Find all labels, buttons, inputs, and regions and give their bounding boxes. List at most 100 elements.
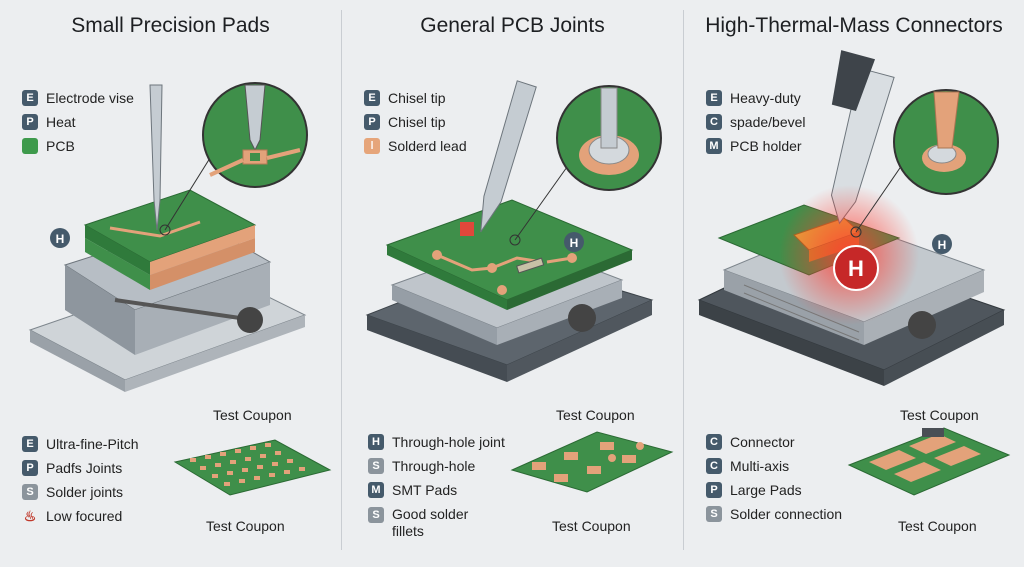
panel-title: High-Thermal-Mass Connectors bbox=[705, 14, 1003, 37]
legend-item: H Through-hole joint bbox=[368, 430, 505, 454]
legend-badge: M bbox=[368, 482, 384, 498]
panel-small-precision-pads: Small Precision Pads H bbox=[0, 0, 341, 567]
legend-badge: C bbox=[706, 434, 722, 450]
legend-item: PCB bbox=[22, 134, 134, 158]
legend-label: Heavy-duty bbox=[730, 90, 801, 106]
flame-icon: ♨ bbox=[23, 507, 37, 524]
legend-item: P Heat bbox=[22, 110, 134, 134]
legend-label: Solder connection bbox=[730, 506, 843, 522]
legend-label: Large Pads bbox=[730, 482, 802, 498]
legend-item: C Connector bbox=[706, 430, 842, 454]
legend-badge: S bbox=[22, 484, 38, 500]
vise-knob bbox=[908, 311, 936, 339]
panel-title: Small Precision Pads bbox=[71, 14, 270, 37]
legend-item: S Good solder fillets bbox=[368, 506, 505, 540]
legend-label: Electrode vise bbox=[46, 90, 134, 106]
legend-item: E Electrode vise bbox=[22, 86, 134, 110]
test-coupon-label-bottom: Test Coupon bbox=[206, 518, 285, 534]
vise-knob bbox=[237, 307, 263, 333]
vise-illustration: H H bbox=[697, 50, 1011, 496]
panel-general-pcb-joints: General PCB Joints H bbox=[342, 0, 683, 567]
legend-top: E Electrode vise P Heat PCB bbox=[22, 86, 134, 158]
legend-badge: E bbox=[706, 90, 722, 106]
svg-text:H: H bbox=[938, 238, 947, 252]
test-coupon-label-bottom: Test Coupon bbox=[552, 518, 631, 534]
legend-label: SMT Pads bbox=[392, 482, 458, 498]
legend-badge: P bbox=[706, 482, 722, 498]
legend-item: M SMT Pads bbox=[368, 478, 505, 502]
legend-item: M PCB holder bbox=[706, 134, 806, 158]
legend-label: Through-hole bbox=[392, 458, 476, 474]
legend-label: PCB holder bbox=[730, 138, 802, 154]
legend-badge: E bbox=[22, 90, 38, 106]
test-coupon-label-bottom: Test Coupon bbox=[898, 518, 977, 534]
legend-item: P Padfs Joints bbox=[22, 456, 139, 480]
thermometer-icon: ǀ bbox=[364, 138, 380, 154]
panel-divider bbox=[341, 10, 342, 550]
legend-badge: E bbox=[364, 90, 380, 106]
heat-marker bbox=[932, 234, 952, 254]
legend-label: Ultra-fine-Pitch bbox=[46, 436, 139, 452]
vise-illustration: H bbox=[365, 80, 674, 493]
legend-label: Solderd lead bbox=[388, 138, 467, 154]
legend-bottom: H Through-hole joint S Through-hole M SMT P… bbox=[368, 430, 505, 540]
legend-bottom: C Connector C Multi-axis P Large Pads S Sold… bbox=[706, 430, 842, 526]
legend-label: Good solder fillets bbox=[392, 506, 469, 539]
legend-badge: S bbox=[706, 506, 722, 522]
legend-badge: S bbox=[368, 507, 384, 523]
legend-label: Solder joints bbox=[46, 484, 124, 500]
legend-badge: P bbox=[22, 114, 38, 130]
panel-divider bbox=[683, 10, 684, 550]
pcb-swatch-icon bbox=[22, 138, 38, 154]
legend-label: Multi-axis bbox=[730, 458, 790, 474]
legend-badge: C bbox=[706, 458, 722, 474]
legend-item: ǀ Solderd lead bbox=[364, 134, 467, 158]
legend-badge: P bbox=[22, 460, 38, 476]
legend-item: E Chisel tip bbox=[364, 86, 467, 110]
legend-item: S Solder joints bbox=[22, 480, 139, 504]
heat-marker bbox=[50, 228, 70, 248]
legend-badge: C bbox=[706, 114, 722, 130]
test-coupon bbox=[173, 439, 332, 496]
svg-text:H: H bbox=[56, 232, 65, 246]
legend-label: PCB bbox=[46, 138, 75, 154]
legend-badge: H bbox=[368, 434, 384, 450]
heat-marker bbox=[564, 232, 584, 252]
legend-bottom: E Ultra-fine-Pitch P Padfs Joints S Solder … bbox=[22, 432, 139, 528]
vise-illustration: H bbox=[28, 82, 332, 496]
legend-item: E Heavy-duty bbox=[706, 86, 806, 110]
legend-label: Chisel tip bbox=[388, 90, 446, 106]
test-coupon-label-top: Test Coupon bbox=[900, 407, 979, 423]
legend-badge: P bbox=[364, 114, 380, 130]
coupon-connector bbox=[922, 428, 944, 437]
legend-label: Through-hole joint bbox=[392, 434, 505, 450]
legend-item: E Ultra-fine-Pitch bbox=[22, 432, 139, 456]
legend-item: S Solder connection bbox=[706, 502, 842, 526]
test-coupon-label-top: Test Coupon bbox=[213, 407, 292, 423]
legend-badge: M bbox=[706, 138, 722, 154]
vise-knob bbox=[568, 304, 596, 332]
heat-marker-large bbox=[833, 245, 879, 291]
test-coupon bbox=[847, 427, 1011, 496]
legend-label: Connector bbox=[730, 434, 795, 450]
legend-item: S Through-hole bbox=[368, 454, 505, 478]
legend-label: spade/bevel bbox=[730, 114, 806, 130]
panel-title: General PCB Joints bbox=[420, 14, 605, 37]
legend-item: P Large Pads bbox=[706, 478, 842, 502]
legend-label: Heat bbox=[46, 114, 76, 130]
legend-badge: S bbox=[368, 458, 384, 474]
legend-label: Padfs Joints bbox=[46, 460, 123, 476]
test-coupon bbox=[510, 431, 674, 493]
panel-high-thermal-mass-connectors: High-Thermal-Mass Connectors bbox=[684, 0, 1024, 567]
legend-label: Low focured bbox=[46, 508, 123, 524]
legend-item: C Multi-axis bbox=[706, 454, 842, 478]
test-coupon-label-top: Test Coupon bbox=[556, 407, 635, 423]
svg-text:H: H bbox=[570, 236, 579, 250]
svg-text:H: H bbox=[848, 256, 864, 281]
legend-badge: E bbox=[22, 436, 38, 452]
legend-item: ♨ Low focured bbox=[22, 504, 139, 528]
